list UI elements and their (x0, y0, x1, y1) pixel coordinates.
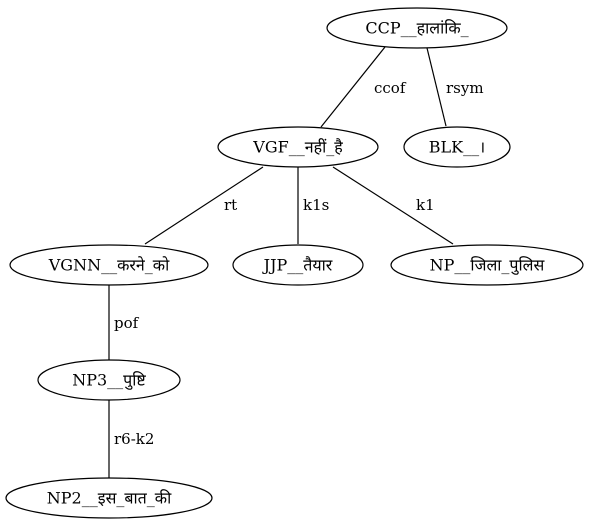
node-blk: BLK__। (403, 126, 511, 168)
edges-layer: ccof rsym rt k1s k1 pof r6-k2 (108, 46, 484, 478)
node-label-blk: BLK__। (429, 138, 485, 157)
edge-label-ccp-vgf: ccof (374, 79, 407, 97)
node-jjp: JJP__तैयार (232, 244, 364, 286)
node-ellipse-jjp (232, 244, 364, 286)
node-label-jjp: JJP__तैयार (262, 256, 333, 275)
node-ellipse-ccp (326, 7, 508, 49)
node-ccp: CCP__हालांकि_ (326, 7, 508, 49)
node-label-np3: NP3__पुष्टि (72, 371, 146, 391)
node-label-ccp: CCP__हालांकि_ (365, 19, 468, 38)
node-np2: NP2__इस_बात_की (5, 477, 213, 519)
edge-ccp-vgf (320, 46, 386, 128)
node-ellipse-vgnn (9, 244, 209, 286)
node-ellipse-np3 (37, 359, 181, 401)
node-vgf: VGF__नहीं_है (217, 126, 379, 168)
edge-label-vgf-np: k1 (416, 196, 435, 214)
edge-label-ccp-blk: rsym (446, 79, 484, 97)
node-vgnn: VGNN__करने_को (9, 244, 209, 286)
edge-label-vgnn-np3: pof (114, 314, 140, 332)
node-np3: NP3__पुष्टि (37, 359, 181, 401)
node-ellipse-vgf (217, 126, 379, 168)
edge-ccp-blk (426, 47, 447, 127)
node-np: NP__जिला_पुलिस (390, 244, 584, 286)
node-ellipse-np2 (5, 477, 213, 519)
node-label-np2: NP2__इस_बात_की (47, 489, 172, 508)
node-label-vgnn: VGNN__करने_को (48, 256, 170, 275)
node-label-vgf: VGF__नहीं_है (252, 138, 343, 157)
nodes-layer: CCP__हालांकि_ VGF__नहीं_है BLK__। VGNN__करन… (5, 7, 584, 519)
edge-label-vgf-vgnn: rt (224, 196, 237, 214)
node-ellipse-blk (403, 126, 511, 168)
edge-label-np3-np2: r6-k2 (114, 430, 154, 448)
node-label-np: NP__जिला_पुलिस (430, 256, 546, 276)
edge-vgf-np (332, 166, 454, 245)
edge-label-vgf-jjp: k1s (303, 196, 329, 214)
edge-vgf-vgnn (144, 166, 264, 245)
node-ellipse-np (390, 244, 584, 286)
